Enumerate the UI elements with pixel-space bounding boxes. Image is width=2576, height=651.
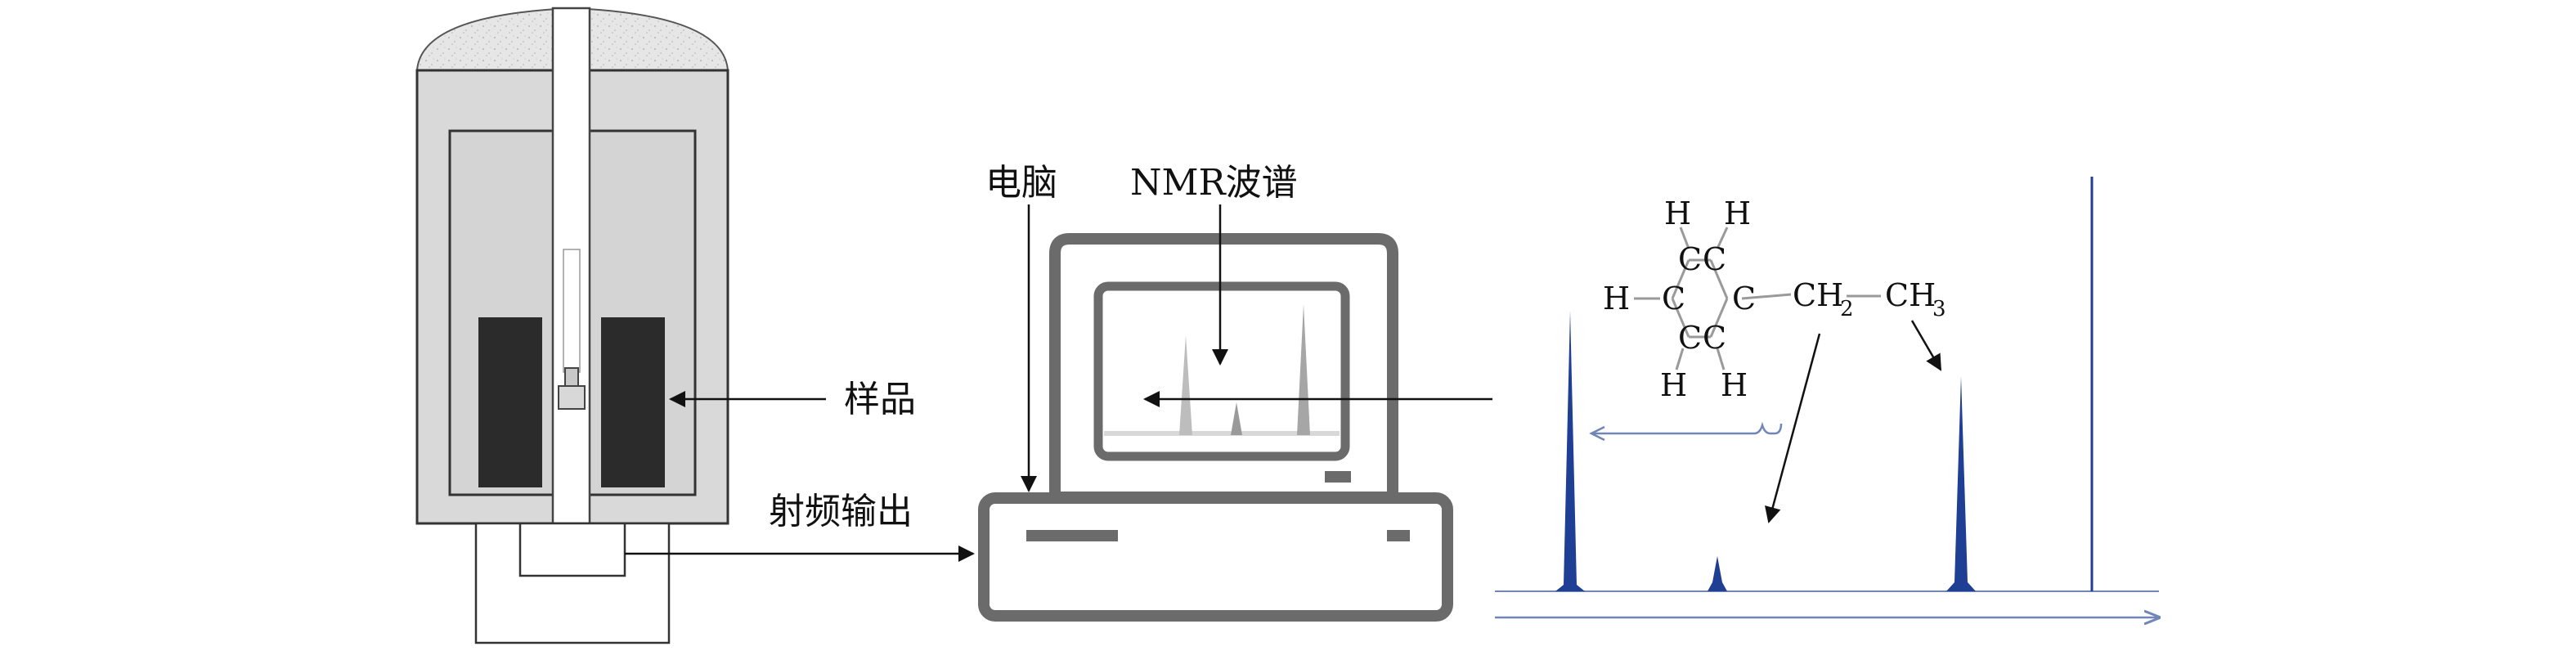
ch3-subscript: 3 (1932, 297, 1946, 321)
ring-carbon-4: C (1732, 281, 1756, 317)
drive-slot (1026, 530, 1118, 541)
peak-aromatic (1555, 311, 1585, 591)
ring-carbon-6: C (1703, 320, 1726, 356)
sample-holder (558, 385, 586, 410)
ethylbenzene-structure: H H H H H C C C C C C CH 2 CH 3 (1603, 195, 1946, 403)
rf-coil-right (601, 317, 665, 487)
ch3-peak-arrow (1910, 320, 1942, 371)
aromatic-brace-arrow (1589, 425, 1605, 442)
ring-carbon-3: C (1662, 281, 1685, 317)
h-top-right: H (1724, 195, 1751, 231)
sample-tube (563, 249, 581, 373)
rf-coil-left (478, 317, 542, 487)
peak-ch3 (1946, 376, 1976, 591)
monitor-button (1325, 471, 1351, 483)
h-bottom-left: H (1660, 367, 1687, 403)
magnet-assembly (415, 7, 729, 644)
molecule-bonds (1634, 227, 1881, 370)
nmr-spectrum (1495, 177, 2159, 617)
screen-peak-1 (1179, 335, 1192, 435)
aromatic-brace (1593, 421, 1783, 435)
screen-peak-2 (1231, 402, 1242, 435)
sample-label: 样品 (844, 379, 916, 420)
ch2-subscript: 2 (1840, 297, 1854, 321)
h-top-left: H (1664, 195, 1691, 231)
ring-carbon-5: C (1678, 320, 1702, 356)
h-left: H (1603, 281, 1630, 317)
ch2-peak-arrow (1765, 333, 1821, 523)
rf-output-label: 射频输出 (769, 491, 913, 532)
computer (978, 233, 1453, 622)
cpu-case (978, 492, 1453, 622)
base-connector (518, 522, 626, 577)
computer-label: 电脑 (985, 162, 1057, 204)
ring-carbon-1: C (1678, 241, 1702, 277)
peak-ch2 (1708, 556, 1727, 591)
h-bottom-right: H (1721, 367, 1748, 403)
power-indicator (1387, 530, 1410, 541)
sample-cap (564, 367, 579, 387)
screen-baseline (1104, 431, 1340, 436)
screen-peak-3 (1297, 304, 1310, 435)
screen-display (1104, 292, 1340, 451)
ch3-group: CH (1885, 277, 1936, 313)
ring-carbon-2: C (1703, 241, 1726, 277)
nmr-spectrum-label: NMR波谱 (1130, 162, 1298, 204)
ch2-group: CH (1793, 277, 1843, 313)
